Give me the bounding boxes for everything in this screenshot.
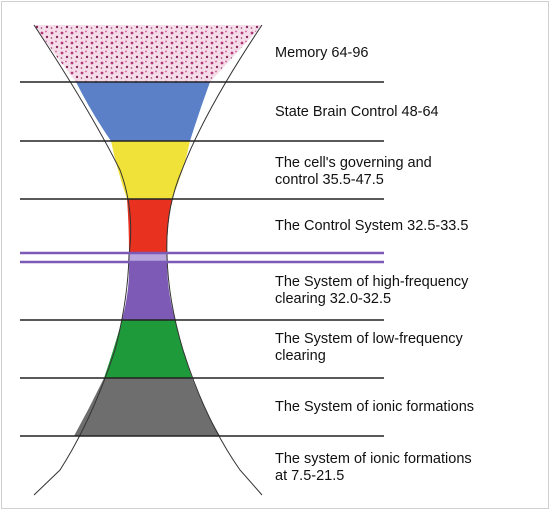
- band-ionic-formations: [74, 378, 220, 436]
- level-label-low-frequency: The System of low-frequency clearing: [275, 331, 463, 365]
- band-low-frequency: [104, 320, 192, 378]
- band-state-brain-control: [76, 82, 210, 141]
- level-label-high-frequency: The System of high-frequency clearing 32…: [275, 274, 468, 308]
- band-memory: [34, 25, 262, 82]
- level-label-ionic-formations-range: The system of ionic formations at 7.5-21…: [275, 451, 472, 485]
- band-separator: [129, 253, 167, 262]
- level-label-memory: Memory 64-96: [275, 45, 368, 62]
- band-cell-governing: [111, 141, 190, 199]
- level-label-control-system: The Control System 32.5-33.5: [275, 218, 468, 235]
- band-control-system: [127, 199, 172, 253]
- level-label-state-brain-control: State Brain Control 48-64: [275, 104, 439, 121]
- band-high-frequency: [122, 262, 175, 320]
- level-label-ionic-formations: The System of ionic formations: [275, 399, 474, 416]
- level-label-cell-governing: The cell's governing and control 35.5-47…: [275, 155, 432, 189]
